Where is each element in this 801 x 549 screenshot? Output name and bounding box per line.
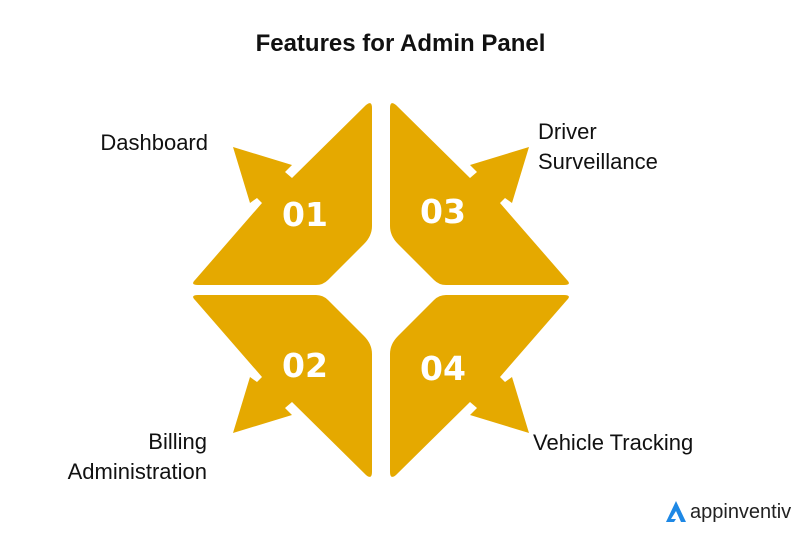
label-line: Driver: [538, 119, 597, 144]
appinventiv-logo: appinventiv: [665, 500, 791, 524]
label-line: Administration: [67, 459, 207, 484]
appinventiv-a-icon: [666, 501, 686, 522]
logo-text: appinventiv: [690, 500, 792, 523]
feature-label-billing-administration: Billing Administration: [68, 427, 207, 487]
arrow-shape-02: [193, 295, 372, 477]
feature-number-04: 04: [420, 349, 466, 388]
feature-number-02: 02: [282, 346, 328, 385]
label-line: Surveillance: [538, 149, 658, 174]
feature-label-vehicle-tracking: Vehicle Tracking: [533, 428, 693, 458]
feature-number-01: 01: [282, 195, 328, 234]
feature-number-03: 03: [420, 192, 466, 231]
label-line: Billing: [148, 429, 207, 454]
feature-label-dashboard: Dashboard: [100, 128, 208, 158]
label-line: Vehicle Tracking: [533, 430, 694, 455]
diagram-title: Features for Admin Panel: [255, 30, 546, 57]
feature-label-driver-surveillance: Driver Surveillance: [538, 117, 658, 177]
label-line: Dashboard: [100, 130, 208, 155]
